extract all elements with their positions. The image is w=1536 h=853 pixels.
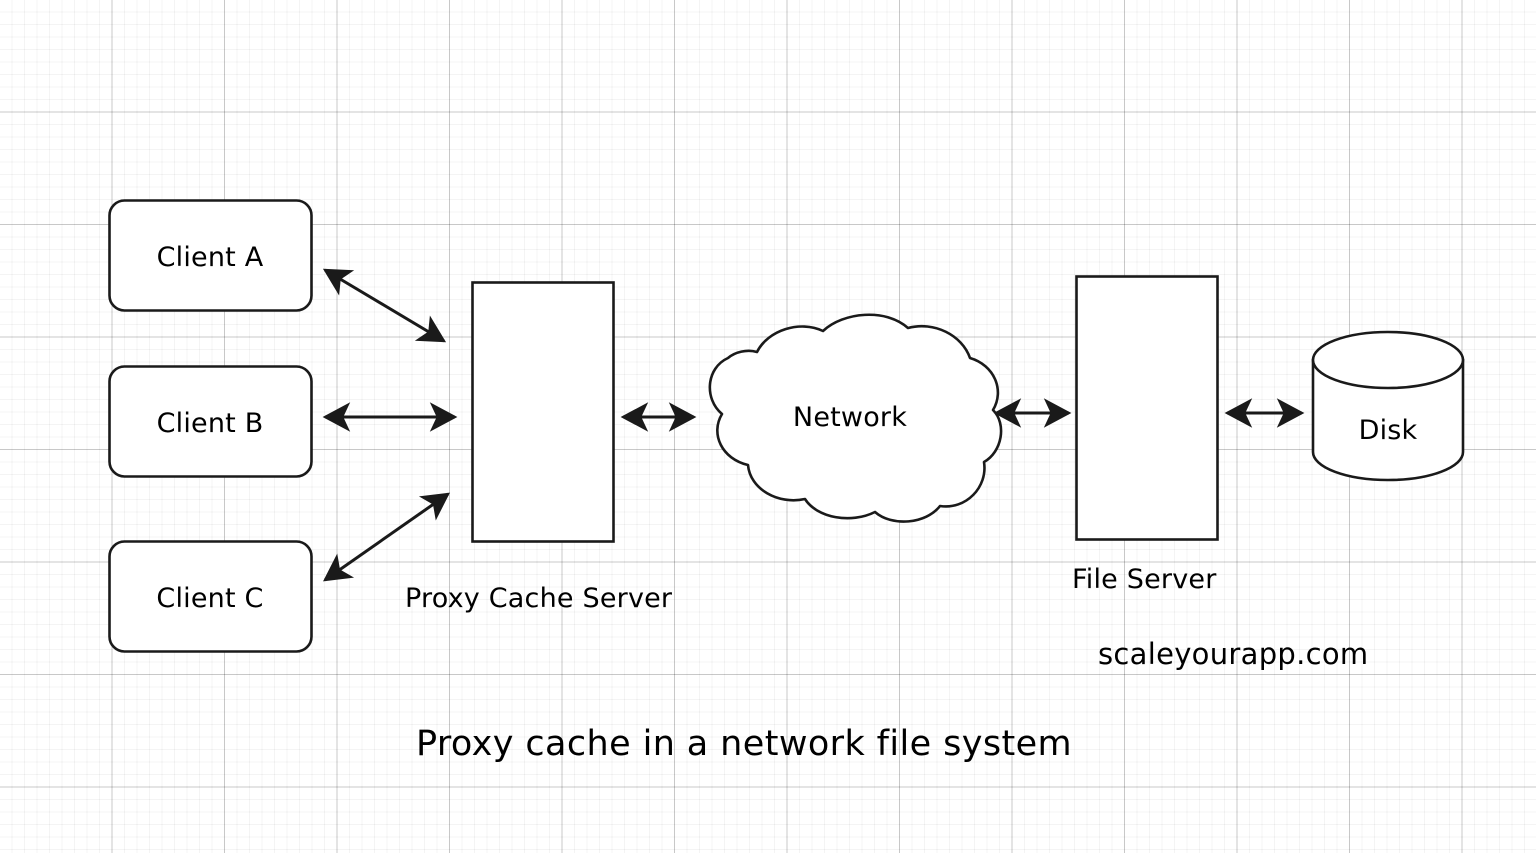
node-label-client-c: Client C [156,583,264,614]
node-proxy-cache-server[interactable] [471,281,615,543]
node-file-server[interactable] [1075,275,1219,541]
node-disk[interactable] [1311,330,1465,482]
node-label-client-a: Client A [156,242,264,273]
node-label-network: Network [792,402,908,433]
diagram-caption: Proxy cache in a network file system [416,724,1073,764]
node-network-cloud[interactable] [708,313,1003,523]
node-label-file-server: File Server [1072,564,1217,595]
node-label-proxy-cache-server: Proxy Cache Server [405,583,673,614]
node-client-b[interactable] [108,365,313,478]
node-label-client-b: Client B [156,408,264,439]
node-client-a[interactable] [108,199,313,312]
edge-client-c-to-proxy [323,492,450,582]
node-client-c[interactable] [108,540,313,653]
edge-client-a-to-proxy [322,268,447,343]
watermark-text: scaleyourapp.com [1098,637,1369,671]
node-label-disk: Disk [1358,415,1418,446]
